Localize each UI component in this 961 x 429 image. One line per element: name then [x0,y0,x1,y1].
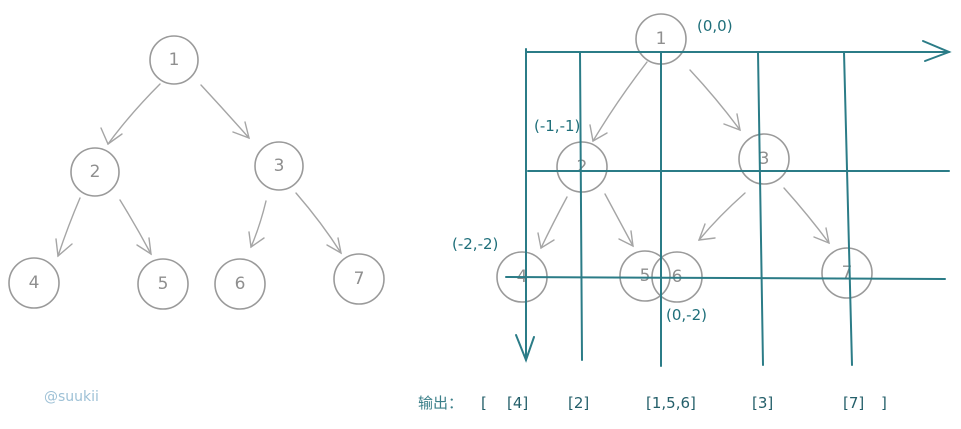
grid-vertical-col-minus-1 [579,51,583,361]
left-node-6: 6 [214,258,266,310]
overlap-coordinate-label: (0,-2) [666,306,707,324]
y-axis-arrowhead [515,334,535,363]
output-open-bracket: [ [481,394,487,412]
left-binary-tree: 1 2 3 4 5 6 7 [8,35,385,310]
right-edge-1-2 [592,61,648,142]
left-edge-2-5 [119,199,152,255]
left-node-6-label: 6 [235,274,246,294]
left-node-4-label: 4 [29,273,40,293]
right-edge-3-6 [698,192,746,241]
output-close-bracket: ] [881,394,887,412]
left-child-coordinate-label: (-1,-1) [534,117,580,135]
right-node-1-label: 1 [656,29,667,49]
right-edge-2-4 [540,196,568,249]
signature-text: @suukii [44,389,99,405]
right-edge-2-5 [604,193,634,247]
left-node-3-label: 3 [274,156,285,176]
left-node-1: 1 [149,35,199,85]
left-edge-2-5-arrow [136,237,152,256]
output-item-3: [3] [752,394,773,412]
right-node-7-label: 7 [842,263,853,283]
left-edge-3-7 [295,192,342,254]
left-edge-1-3-arrow [232,121,251,140]
grid-horizontal-depth-2 [505,276,946,280]
right-node-5-label: 5 [640,266,651,286]
right-edge-3-7 [783,187,830,244]
right-node-7: 7 [821,247,873,299]
right-edge-2-4-arrow [537,232,555,250]
left-grandchild-coordinate-label: (-2,-2) [452,235,498,253]
right-node-3-label: 3 [759,149,770,169]
left-node-2-label: 2 [90,162,101,182]
left-node-2: 2 [70,147,120,197]
x-axis-arrowhead [922,40,952,62]
grid-vertical-col-1 [757,51,764,366]
output-item-7: [7] [843,394,864,412]
output-item-4: [4] [507,394,528,412]
output-label: 输出： [418,394,463,412]
right-edge-1-3-arrow [723,113,741,132]
left-edge-1-2 [107,83,161,145]
left-node-7: 7 [333,253,385,305]
left-node-4: 4 [8,257,60,309]
right-binary-tree: 1 2 3 4 5 6 7 [496,13,873,303]
left-node-5: 5 [137,258,189,310]
right-node-3: 3 [738,133,790,185]
left-edge-3-6 [250,200,267,248]
grid-vertical-col-2 [843,51,853,366]
root-coordinate-label: (0,0) [697,17,733,35]
right-edge-3-6-arrow [697,223,716,241]
right-node-2-label: 2 [577,157,588,177]
left-edge-2-4-arrow [55,238,73,258]
right-edge-1-3 [689,69,741,131]
output-row: 输出： [ [4] [2] [1,5,6] [3] [7] ] [418,394,887,412]
left-edge-2-4 [57,197,81,257]
left-edge-1-2-arrow [100,127,123,146]
output-item-1-5-6: [1,5,6] [646,394,696,412]
left-edge-3-7-arrow [326,237,342,255]
coordinate-grid [505,40,952,367]
left-edge-1-3 [200,84,250,139]
right-edge-2-5-arrow [618,230,634,248]
left-node-1-label: 1 [169,50,180,70]
left-node-5-label: 5 [158,274,169,294]
left-edge-3-6-arrow [248,231,265,249]
right-node-2: 2 [556,141,608,193]
right-node-5: 5 [619,250,671,302]
right-edge-3-7-arrow [813,227,830,245]
left-node-3: 3 [254,141,304,191]
right-edge-1-2-arrow [589,124,608,143]
output-item-2: [2] [568,394,589,412]
left-node-7-label: 7 [354,269,365,289]
